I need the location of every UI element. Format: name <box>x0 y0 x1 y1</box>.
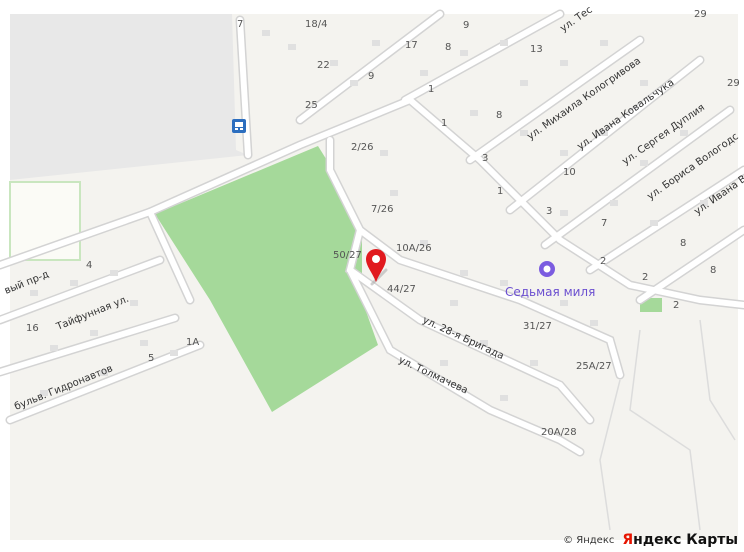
house-number: 10А/26 <box>396 243 432 254</box>
house-number: 9 <box>368 71 374 82</box>
street-label: Тайфунная ул. <box>54 294 131 333</box>
house-number: 2/26 <box>351 142 373 153</box>
park-small <box>9 181 81 261</box>
street-label: вый пр-д <box>3 269 51 297</box>
poi-label: Седьмая миля <box>505 285 595 299</box>
location-pin-icon[interactable] <box>366 249 388 286</box>
house-number: 44/27 <box>387 284 416 295</box>
buildings <box>30 30 708 401</box>
house-number: 4 <box>86 260 92 271</box>
house-number: 1 <box>497 186 503 197</box>
house-number: 3 <box>482 153 488 164</box>
street-label: ул. Михаила Кологривова <box>525 55 643 142</box>
house-number: 3 <box>546 206 552 217</box>
house-number: 8 <box>496 110 502 121</box>
house-number: 8 <box>445 42 451 53</box>
tracks <box>599 319 736 531</box>
house-number: 13 <box>530 44 543 55</box>
house-number: 5 <box>148 353 154 364</box>
house-number: 20А/28 <box>541 427 577 438</box>
house-number: 2 <box>600 256 606 267</box>
street-label: бульв. Гидронавтов <box>13 363 115 413</box>
poi-marker[interactable]: Седьмая миля <box>505 261 595 299</box>
house-number: 2 <box>642 272 648 283</box>
house-number: 1 <box>428 84 434 95</box>
house-number: 29 <box>727 78 740 89</box>
left-margin <box>0 0 10 552</box>
copyright-text: © Яндекс <box>563 534 615 546</box>
house-number: 8 <box>680 238 686 249</box>
bottom-margin <box>0 540 744 552</box>
house-number: 25А/27 <box>576 361 612 372</box>
yandex-maps-logo[interactable]: Яндекс Карты <box>622 532 738 548</box>
street-label: ул. Ивана В <box>692 173 744 217</box>
house-number: 29 <box>694 9 707 20</box>
street-label: ул. 28-я Бригада <box>421 315 506 362</box>
park-area <box>155 146 378 412</box>
house-number: 7/26 <box>371 204 393 215</box>
house-number: 10 <box>563 167 576 178</box>
roads <box>0 11 744 455</box>
right-margin <box>738 0 744 552</box>
house-number: 1 <box>441 118 447 129</box>
house-number: 50/27 <box>333 250 362 261</box>
house-number: 16 <box>26 323 39 334</box>
house-number: 18/4 <box>305 19 327 30</box>
house-number: 25 <box>305 100 318 111</box>
house-number: 17 <box>405 40 418 51</box>
house-number: 7 <box>601 218 607 229</box>
house-number: 8 <box>710 265 716 276</box>
street-label: ул. Толмачева <box>397 355 470 397</box>
street-label: ул. Тес <box>558 5 594 35</box>
bus-stop-icon[interactable] <box>232 119 246 133</box>
house-number: 7 <box>237 19 243 30</box>
attribution: © Яндекс Яндекс Карты <box>563 530 738 550</box>
house-number: 22 <box>317 60 330 71</box>
house-number: 1А <box>186 337 199 348</box>
water-area <box>10 14 248 180</box>
house-number: 9 <box>463 20 469 31</box>
house-number: 2 <box>673 300 679 311</box>
house-number: 31/27 <box>523 321 552 332</box>
